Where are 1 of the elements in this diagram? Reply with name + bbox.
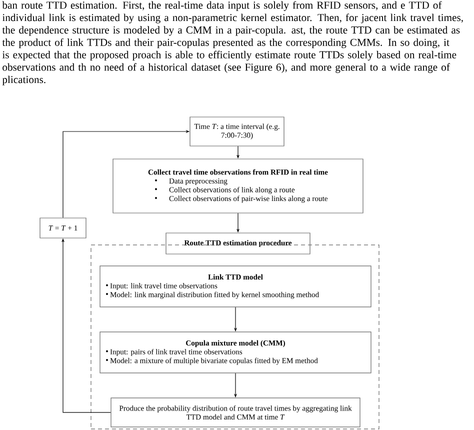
paragraph: ban route TTD estimation. First, the real-time data input is solely from RFID sensors, and e TTD of individual link is estimated by using a non-parametric kernel estimator. Then, for jacent link travel times, the dependence structure is modeled by a CMM in a pair-copula. ast, the route TTD can be estimated as the product of link TTDs and their pair-copulas presented as the corresponding CMMs. In so doing, it is expected that the proposed proach is able to efficiently estimate route TTDs solely based on real-time observations and th no need of a historical dataset (see Figure 6), and more general to a wide range of plications. <box>2 1 463 86</box>
